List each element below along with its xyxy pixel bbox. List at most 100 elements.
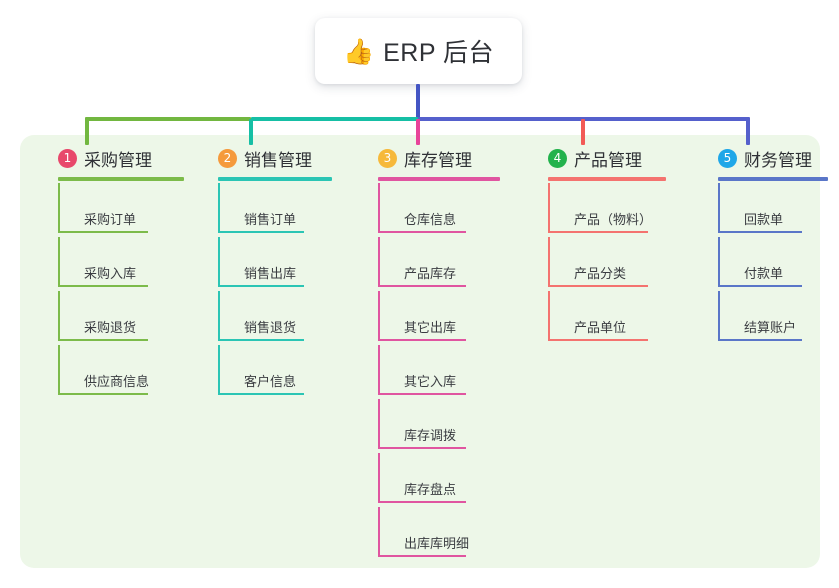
item-underline <box>378 447 466 449</box>
item-label: 回款单 <box>744 212 784 227</box>
item-underline <box>218 339 304 341</box>
item-underline <box>718 339 802 341</box>
item-underline <box>378 501 466 503</box>
connector-drop-2 <box>249 119 253 145</box>
root-node-card[interactable]: 👍 ERP 后台 <box>315 18 522 84</box>
diagram-panel <box>20 135 820 568</box>
column-badge-5: 5 <box>718 148 737 168</box>
item-connector <box>378 345 380 395</box>
item-label: 仓库信息 <box>404 212 457 227</box>
connector-segment-green <box>85 117 251 121</box>
item-underline <box>58 339 148 341</box>
item-connector <box>378 507 380 557</box>
item-underline <box>718 231 802 233</box>
item-label: 其它入库 <box>404 374 457 389</box>
item-connector <box>718 237 720 287</box>
column-badge-1: 1 <box>58 148 77 168</box>
item-underline <box>218 231 304 233</box>
column-underline-5 <box>718 177 828 181</box>
branch-column-5: 5 财务管理回款单付款单结算账户 <box>696 146 828 341</box>
root-stem <box>416 84 420 121</box>
item-underline <box>378 339 466 341</box>
item-connector <box>218 237 220 287</box>
branch-column-1: 1 采购管理采购订单采购入库采购退货供应商信息 <box>36 146 184 395</box>
item-label: 产品（物料） <box>574 212 653 227</box>
item-label: 采购入库 <box>84 266 137 281</box>
column-header-2[interactable]: 2 销售管理 <box>196 146 312 170</box>
column-underline-1 <box>58 177 184 181</box>
item-connector <box>378 237 380 287</box>
connector-segment-teal <box>251 117 418 121</box>
column-header-3[interactable]: 3 库存管理 <box>356 146 472 170</box>
item-label: 库存调拨 <box>404 428 457 443</box>
column-badge-3: 3 <box>378 148 397 168</box>
item-connector <box>378 453 380 503</box>
item-connector <box>378 183 380 233</box>
column-title-1: 采购管理 <box>84 150 152 170</box>
item-connector <box>218 345 220 395</box>
item-connector <box>378 399 380 449</box>
root-node-title: ERP 后台 <box>383 39 495 67</box>
item-connector <box>58 291 60 341</box>
column-badge-4: 4 <box>548 148 567 168</box>
item-connector <box>548 183 550 233</box>
item-label: 销售出库 <box>244 266 297 281</box>
item-label: 结算账户 <box>744 320 797 335</box>
item-connector <box>58 237 60 287</box>
item-underline <box>218 285 304 287</box>
column-title-2: 销售管理 <box>244 150 312 170</box>
item-underline <box>378 285 466 287</box>
item-underline <box>378 555 466 557</box>
item-label: 产品分类 <box>574 266 627 281</box>
item-underline <box>58 285 148 287</box>
column-title-4: 产品管理 <box>574 150 642 170</box>
item-label: 供应商信息 <box>84 374 150 389</box>
item-connector <box>548 291 550 341</box>
item-label: 付款单 <box>744 266 784 281</box>
item-underline <box>58 393 148 395</box>
item-underline <box>548 231 648 233</box>
item-label: 客户信息 <box>244 374 297 389</box>
thumbs-up-icon: 👍 <box>342 36 375 66</box>
item-connector <box>218 183 220 233</box>
item-label: 库存盘点 <box>404 482 457 497</box>
column-badge-2: 2 <box>218 148 237 168</box>
item-underline <box>548 285 648 287</box>
item-label: 采购退货 <box>84 320 137 335</box>
item-underline <box>378 231 466 233</box>
item-connector <box>378 291 380 341</box>
item-underline <box>548 339 648 341</box>
item-underline <box>718 285 802 287</box>
item-connector <box>718 183 720 233</box>
connector-drop-1 <box>85 119 89 145</box>
item-label: 采购订单 <box>84 212 137 227</box>
column-title-5: 财务管理 <box>744 150 812 170</box>
branch-column-3: 3 库存管理仓库信息产品库存其它出库其它入库库存调拨库存盘点出库库明细 <box>356 146 500 557</box>
item-underline <box>378 393 466 395</box>
item-label: 产品库存 <box>404 266 457 281</box>
item-label: 销售订单 <box>244 212 297 227</box>
connector-drop-5 <box>746 119 750 145</box>
item-connector <box>58 183 60 233</box>
item-label: 销售退货 <box>244 320 297 335</box>
column-underline-3 <box>378 177 500 181</box>
item-underline <box>58 231 148 233</box>
item-underline <box>218 393 304 395</box>
connector-drop-4 <box>581 119 585 145</box>
item-connector <box>218 291 220 341</box>
item-connector <box>548 237 550 287</box>
connector-drop-3 <box>416 119 420 145</box>
column-header-1[interactable]: 1 采购管理 <box>36 146 152 170</box>
column-header-4[interactable]: 4 产品管理 <box>526 146 642 170</box>
branch-column-2: 2 销售管理销售订单销售出库销售退货客户信息 <box>196 146 332 395</box>
column-underline-2 <box>218 177 332 181</box>
item-label: 其它出库 <box>404 320 457 335</box>
column-title-3: 库存管理 <box>404 150 472 170</box>
column-underline-4 <box>548 177 666 181</box>
item-label: 出库库明细 <box>404 536 470 551</box>
column-header-5[interactable]: 5 财务管理 <box>696 146 812 170</box>
item-connector <box>58 345 60 395</box>
item-connector <box>718 291 720 341</box>
